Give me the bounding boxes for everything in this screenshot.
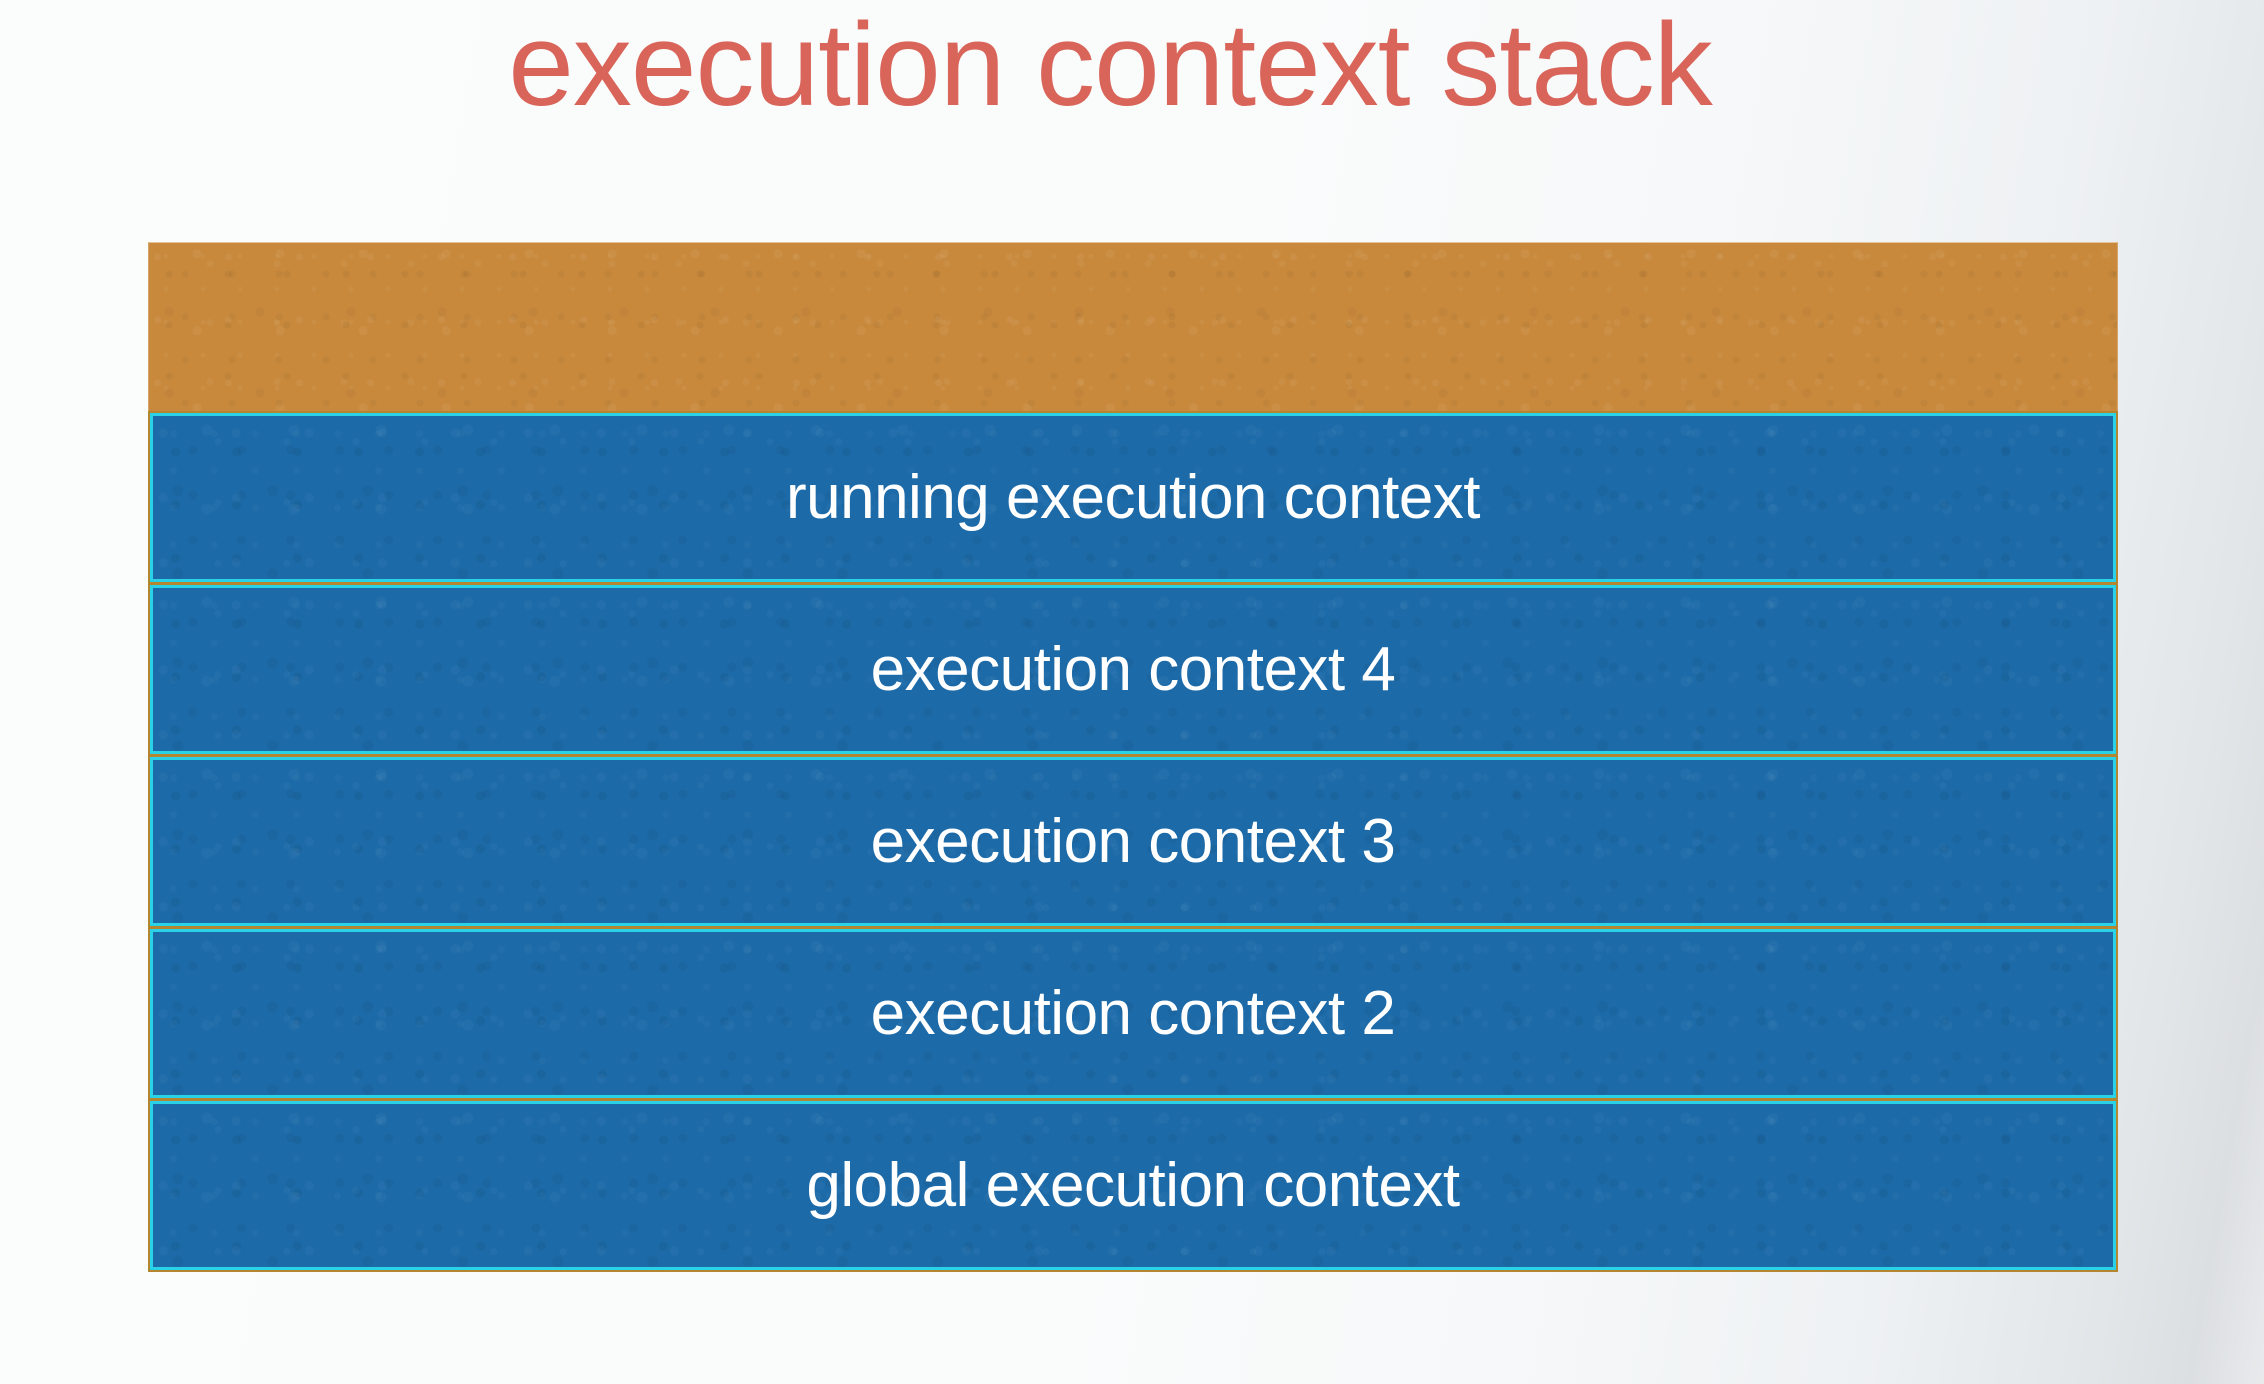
stack-frame-fill [150,413,2116,582]
stack-frame-label: execution context 4 [870,634,1396,704]
page-title: execution context stack [508,0,1713,131]
stack-frame-fill [150,1101,2116,1270]
stack-frame-running[interactable]: running execution context [148,411,2118,584]
stack-free-space [148,242,2118,412]
stack-frame-fill [150,757,2116,926]
stack-frame-4[interactable]: execution context 4 [148,583,2118,756]
stack-frame-fill [150,929,2116,1098]
execution-context-stack: running execution context execution cont… [148,242,2118,1275]
stack-frame-label: execution context 3 [870,806,1396,876]
stack-frame-global[interactable]: global execution context [148,1099,2118,1272]
stack-frame-label: running execution context [785,462,1481,532]
stack-frame-label: global execution context [806,1150,1460,1220]
stack-frame-3[interactable]: execution context 3 [148,755,2118,928]
stack-frame-2[interactable]: execution context 2 [148,927,2118,1100]
stack-frame-label: execution context 2 [870,978,1396,1048]
stack-frame-fill [150,585,2116,754]
